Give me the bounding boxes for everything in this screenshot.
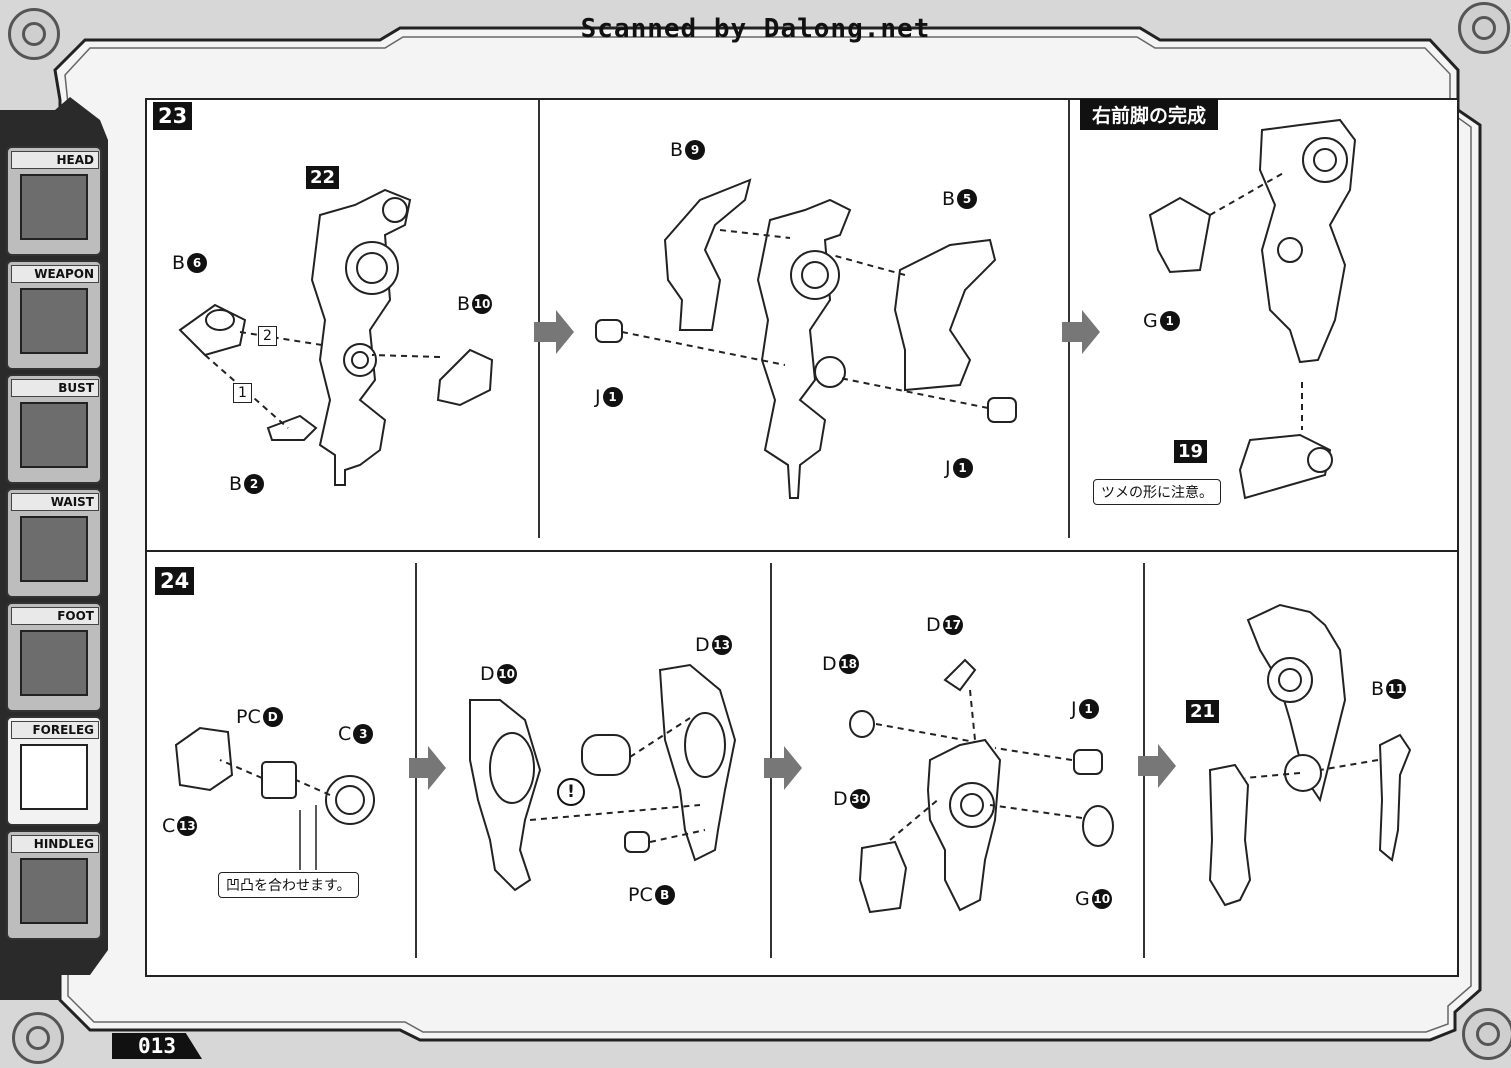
sidebar-item-label: HEAD xyxy=(11,151,99,169)
step-number-24: 24 xyxy=(155,567,195,595)
foot-icon xyxy=(20,630,88,696)
corner-logo-top-left xyxy=(8,8,60,60)
sidebar-item-label: WAIST xyxy=(11,493,99,511)
head-icon xyxy=(20,174,88,240)
ref-step-21: 21 xyxy=(1186,700,1220,723)
sidebar-item-waist[interactable]: WAIST xyxy=(6,488,102,598)
ref-step-19: 19 xyxy=(1174,440,1208,463)
sidebar-item-weapon[interactable]: WEAPON xyxy=(6,260,102,370)
ref-step-22: 22 xyxy=(306,166,340,189)
sidebar-item-label: FOOT xyxy=(11,607,99,625)
corner-logo-bottom-left xyxy=(12,1012,64,1064)
sidebar-item-label: FORELEG xyxy=(11,721,99,739)
sequence-2: 2 xyxy=(258,326,277,346)
hindleg-icon xyxy=(20,858,88,924)
bust-icon xyxy=(20,402,88,468)
sidebar-item-head[interactable]: HEAD xyxy=(6,146,102,256)
weapon-icon xyxy=(20,288,88,354)
foreleg-icon xyxy=(20,744,88,810)
page-number: 013 xyxy=(112,1033,202,1059)
corner-logo-top-right xyxy=(1458,2,1510,54)
sidebar-item-hindleg[interactable]: HINDLEG xyxy=(6,830,102,940)
note-align: 凹凸を合わせます。 xyxy=(218,872,359,898)
sidebar-item-foot[interactable]: FOOT xyxy=(6,602,102,712)
corner-logo-bottom-right xyxy=(1462,1008,1511,1060)
completion-label: 右前脚の完成 xyxy=(1080,99,1219,130)
note-claw-shape: ツメの形に注意。 xyxy=(1093,479,1221,505)
sidebar-item-foreleg[interactable]: FORELEG xyxy=(6,716,102,826)
sidebar-item-label: BUST xyxy=(11,379,99,397)
scan-credit: Scanned by Dalong.net xyxy=(580,14,931,44)
sequence-1: 1 xyxy=(233,383,252,403)
step-divider xyxy=(145,550,1457,552)
sidebar-item-label: HINDLEG xyxy=(11,835,99,853)
sidebar-item-label: WEAPON xyxy=(11,265,99,283)
waist-icon xyxy=(20,516,88,582)
step-number-23: 23 xyxy=(153,102,193,130)
warning-icon: ! xyxy=(557,778,585,806)
sidebar-item-bust[interactable]: BUST xyxy=(6,374,102,484)
